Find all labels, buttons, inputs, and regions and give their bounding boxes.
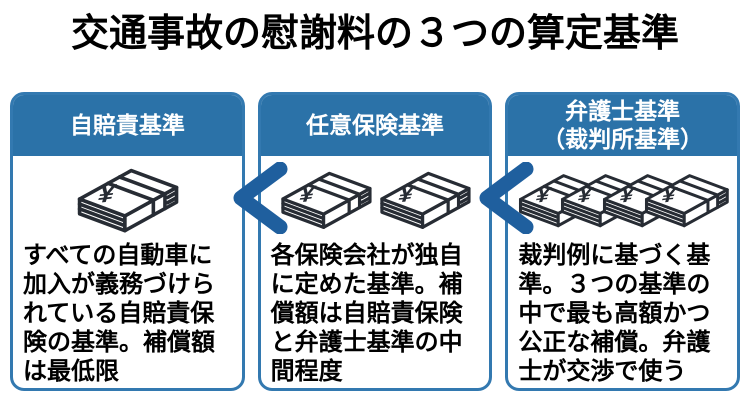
card-description: 裁判例に基づく基 準。３つの基準の 中で最も高額かつ 公正な補償。弁護 士が交渉… [518, 242, 711, 385]
card-lawyer-standard: 弁護士基準 （裁判所基準） 裁判例に基づく基 準。３つの基準の 中で最も高額かつ… [505, 92, 741, 391]
card-voluntary-insurance-standard: 任意保険基準 各保険会社が独自 に定めた基準。補 償額は自賠責保険 と弁護士基準… [257, 92, 493, 391]
standards-comparison: 自賠責基準 すべての自動車に 加入が義務づけら れている自賠責保 険の基準。補償… [10, 92, 741, 391]
money-stacks-row [21, 156, 234, 240]
card-description: 各保険会社が独自 に定めた基準。補 償額は自賠責保険 と弁護士基準の中 間程度 [270, 242, 463, 385]
money-stack-icon [377, 163, 472, 233]
money-stack-icon [74, 159, 180, 237]
less-than-icon [477, 162, 535, 234]
card-description: すべての自動車に 加入が義務づけら れている自賠責保 険の基準。補償額 は最低限 [23, 242, 215, 385]
card-body-voluntary: 各保険会社が独自 に定めた基準。補 償額は自賠責保険 と弁護士基準の中 間程度 [261, 156, 490, 388]
money-stacks-row [269, 156, 482, 240]
card-header-lawyer: 弁護士基準 （裁判所基準） [508, 95, 738, 156]
card-body-lawyer: 裁判例に基づく基 準。３つの基準の 中で最も高額かつ 公正な補償。弁護 士が交渉… [508, 156, 737, 388]
card-header-jibaiseki: 自賠責基準 [13, 95, 242, 156]
money-stacks-row [516, 156, 729, 240]
card-body-jibaiseki: すべての自動車に 加入が義務づけら れている自賠責保 険の基準。補償額 は最低限 [13, 156, 242, 388]
card-header-voluntary: 任意保険基準 [260, 95, 490, 156]
less-than-icon [231, 162, 289, 234]
page-title: 交通事故の慰謝料の３つの算定基準 [70, 13, 679, 55]
card-jibaiseki-standard: 自賠責基準 すべての自動車に 加入が義務づけら れている自賠責保 険の基準。補償… [10, 92, 245, 391]
money-stack-icon [278, 163, 373, 233]
money-stack-icon [642, 166, 730, 231]
